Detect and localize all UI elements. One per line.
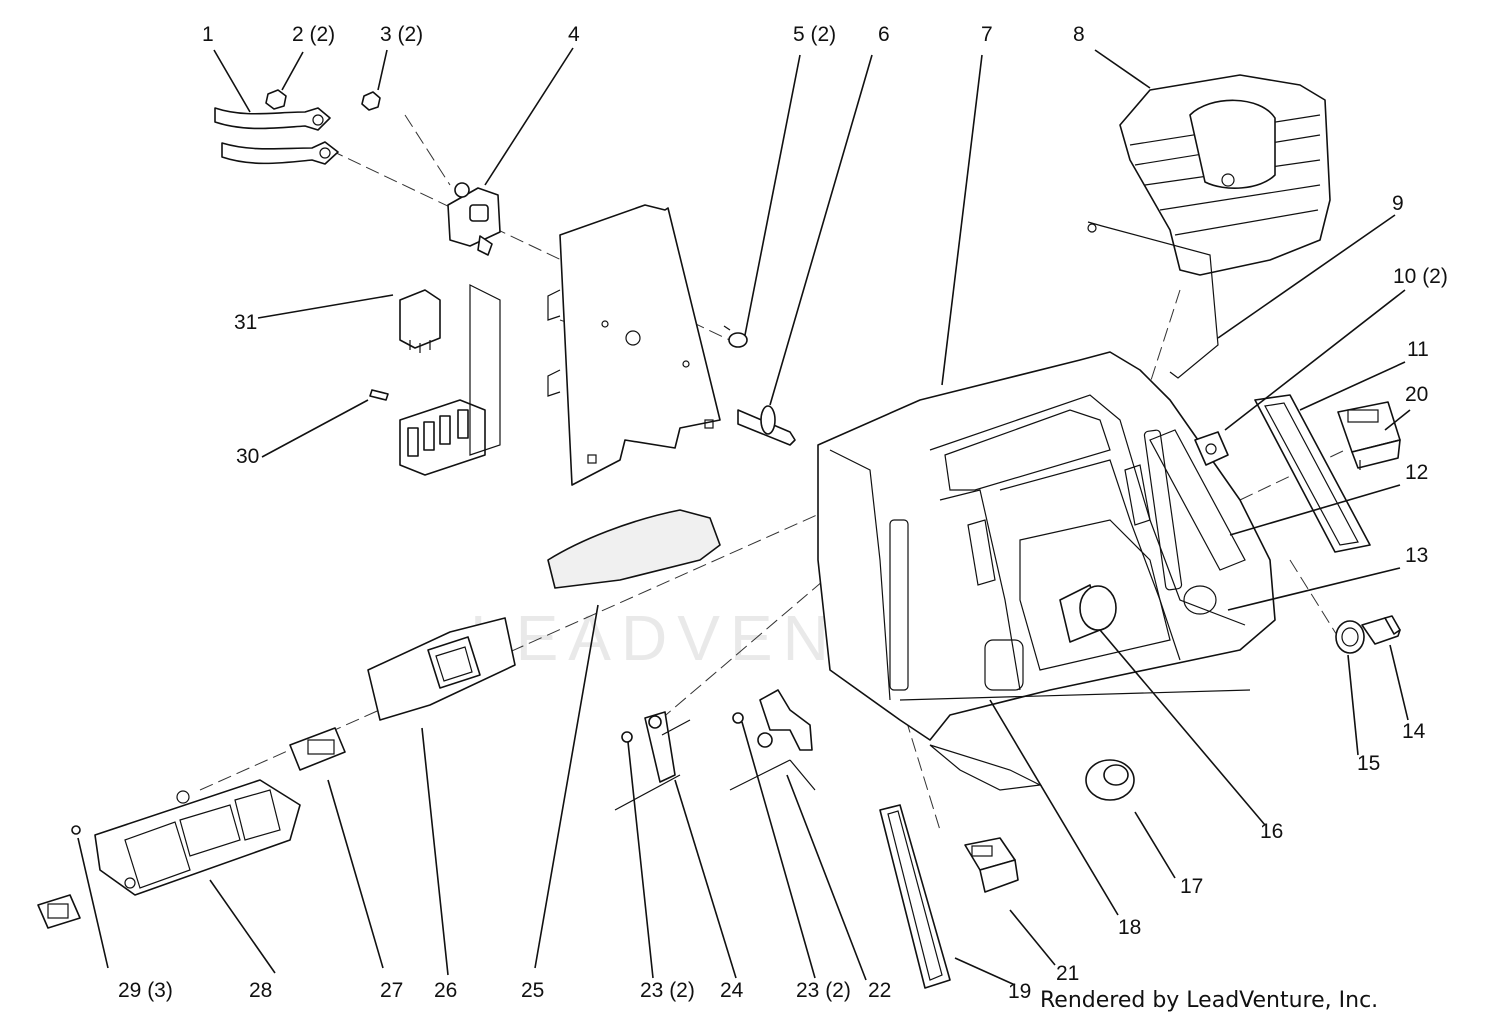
- callout-26: 26: [434, 979, 457, 1002]
- callout-12: 12: [1405, 461, 1428, 484]
- callout-1: 1: [202, 23, 214, 46]
- callout-17: 17: [1180, 875, 1203, 898]
- part-6-pin: [737, 405, 796, 446]
- callout-3: 3 (2): [380, 23, 423, 46]
- callout-18: 18: [1118, 916, 1141, 939]
- callout-30: 30: [236, 445, 259, 468]
- part-7-console: [817, 351, 1276, 791]
- part-31-relay: [399, 289, 441, 353]
- callout-2: 2 (2): [292, 23, 335, 46]
- part-21-switch: [964, 837, 1019, 893]
- part-28-bezel: [94, 779, 301, 896]
- part-20-switch: [1337, 401, 1401, 470]
- callout-24: 24: [720, 979, 744, 1002]
- callout-10: 10 (2): [1393, 265, 1448, 288]
- part-23-screw-a: [621, 731, 633, 743]
- callout-28: 28: [249, 979, 272, 1002]
- callout-11: 11: [1407, 338, 1429, 361]
- callout-16: 16: [1260, 820, 1283, 843]
- callout-25: 25: [521, 979, 544, 1002]
- part-25-shield: [547, 509, 721, 589]
- callout-8: 8: [1073, 23, 1085, 46]
- leader-lines: [77, 47, 1411, 986]
- part-8-boot: [1119, 74, 1331, 276]
- part-10-grommet: [1194, 431, 1229, 466]
- callout-14: 14: [1402, 720, 1426, 743]
- part-28-switch-insert: [37, 894, 81, 929]
- render-credit: Rendered by LeadVenture, Inc.: [1040, 988, 1378, 1013]
- part-22-lever: [729, 689, 816, 791]
- part-2-nut: [265, 89, 287, 110]
- callout-19: 19: [1008, 980, 1031, 1003]
- callout-5: 5 (2): [793, 23, 836, 46]
- part-12-cover: [1149, 429, 1246, 571]
- part-19-bezel: [879, 804, 951, 989]
- part-29-screw: [71, 825, 81, 835]
- part-9-rod: [1087, 221, 1219, 379]
- part-3-nut: [361, 91, 381, 111]
- relay-mount-plate: [469, 284, 501, 456]
- bracket-panel: [547, 204, 721, 486]
- part-27-switch: [289, 727, 346, 771]
- callout-13: 13: [1405, 544, 1428, 567]
- part-5-bolt: [723, 325, 748, 348]
- callout-23-left: 23 (2): [640, 979, 695, 1002]
- callout-15: 15: [1357, 752, 1380, 775]
- part-4-solenoid: [447, 182, 501, 256]
- callout-9: 9: [1392, 192, 1404, 215]
- part-26-cover: [367, 617, 516, 721]
- callout-31: 31: [234, 311, 257, 334]
- callouts: 1 2 (2) 3 (2) 4 5 (2) 6 7 8 9 10 (2) 11 …: [118, 23, 1448, 1003]
- callout-22: 22: [868, 979, 891, 1002]
- callout-29: 29 (3): [118, 979, 173, 1002]
- part-15-grommet: [1335, 620, 1365, 654]
- part-11-bezel: [1254, 394, 1371, 553]
- part-23-screw-b: [732, 712, 744, 724]
- callout-4: 4: [568, 23, 580, 46]
- callout-27: 27: [380, 979, 403, 1002]
- part-1-cables: [214, 107, 339, 165]
- callout-23-right: 23 (2): [796, 979, 851, 1002]
- part-30-fuse-block: [369, 389, 486, 476]
- part-24-lever: [614, 711, 691, 811]
- part-17-meter: [1085, 759, 1135, 801]
- callout-21: 21: [1056, 962, 1079, 985]
- callout-6: 6: [878, 23, 890, 46]
- callout-20: 20: [1405, 383, 1428, 406]
- part-14-knob: [1361, 615, 1401, 645]
- callout-7: 7: [981, 23, 993, 46]
